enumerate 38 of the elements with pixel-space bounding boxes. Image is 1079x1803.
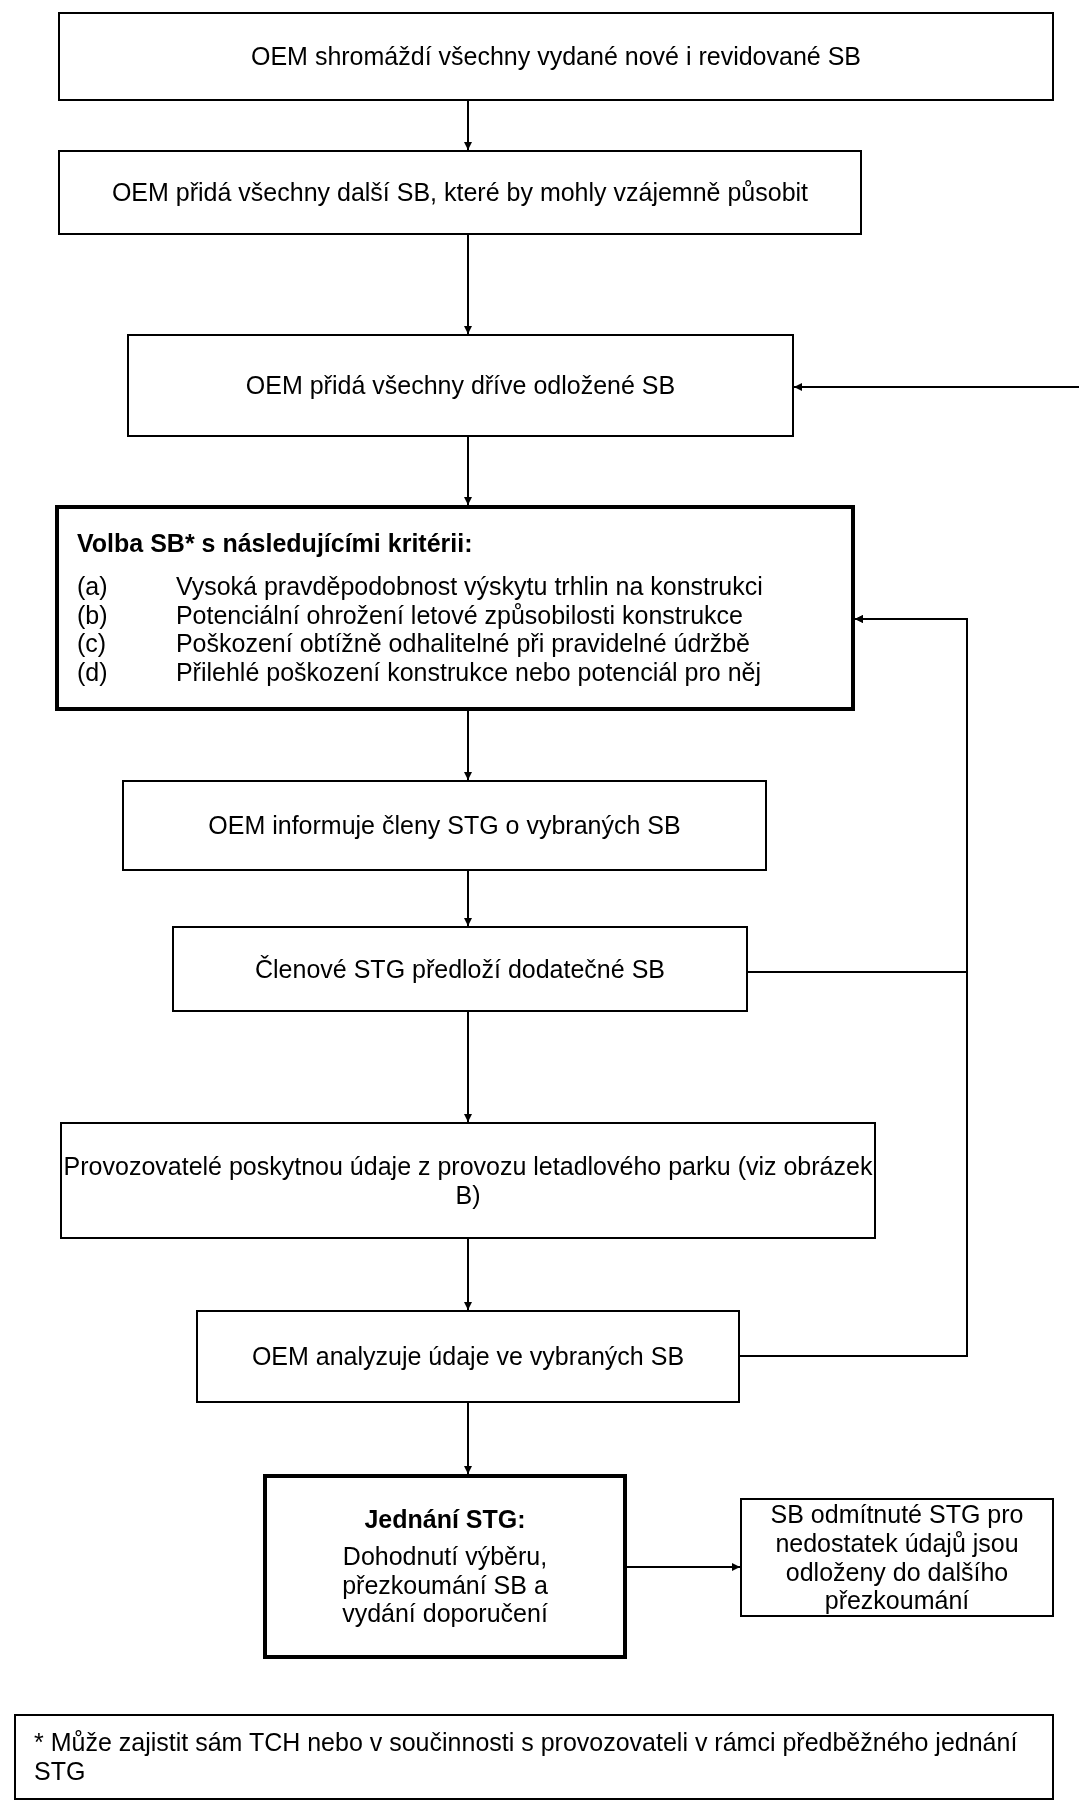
criterion-text: (a) Vysoká pravděpodobnost výskytu trhlin na konstrukci: [77, 571, 763, 601]
box-text: OEM přidá všechny dříve odložené SB: [245, 371, 676, 400]
process-box: [740, 1498, 1054, 1617]
arrow: [464, 1402, 472, 1475]
box-text: SB odmítnuté STG pro nedostatek údajů jsou odloženy do dalšího přezkoumání: [769, 1500, 1025, 1615]
arrow: [464, 1238, 472, 1311]
box-text: OEM shromáždí všechny vydané nové i revidované SB: [251, 42, 861, 71]
process-box: [122, 780, 767, 871]
criteria-box: [55, 505, 855, 711]
process-box: [60, 1122, 876, 1239]
process-box: [172, 926, 748, 1012]
box-text: OEM přidá všechny další SB, které by mohly vzájemně působit: [111, 178, 809, 207]
box-text: Dohodnutí výběru, přezkoumání SB a vydání doporučení: [341, 1541, 549, 1628]
process-box: [58, 150, 862, 235]
arrow: [626, 1563, 741, 1571]
arrow: [464, 100, 472, 151]
arrow: [464, 870, 472, 927]
box-heading: Volba SB* s následujícími kritérii:: [77, 529, 473, 558]
arrow: [464, 234, 472, 335]
arrow: [464, 436, 472, 506]
footnote-box: [14, 1714, 1054, 1800]
process-box: [58, 12, 1054, 101]
arrow: [464, 710, 472, 781]
criterion-text: (d) Přilehlé poškození konstrukce nebo potenciál pro něj: [77, 658, 762, 687]
arrow: [464, 1011, 472, 1123]
meeting-box: [263, 1474, 627, 1659]
arrow: [793, 383, 1079, 391]
footnote-text: * Může zajistit sám TCH nebo v součinnosti s provozovateli v rámci předběžného jednání STG: [34, 1728, 1019, 1786]
box-text: OEM analyzuje údaje ve vybraných SB: [251, 1342, 685, 1371]
process-box: [196, 1310, 740, 1403]
process-box: [127, 334, 794, 437]
arrow: [739, 615, 968, 1357]
criterion-text: (c) Poškození obtížně odhalitelné při pravidelné údržbě: [77, 629, 750, 659]
box-text: Provozovatelé poskytnou údaje z provozu letadlového parku (viz obrázek B): [62, 1151, 874, 1210]
box-heading: Jednání STG:: [364, 1505, 526, 1534]
box-text: OEM informuje členy STG o vybraných SB: [208, 811, 681, 840]
box-text: Členové STG předloží dodatečné SB: [255, 954, 665, 984]
criterion-text: (b) Potenciální ohrožení letové způsobilosti konstrukce: [77, 600, 743, 630]
